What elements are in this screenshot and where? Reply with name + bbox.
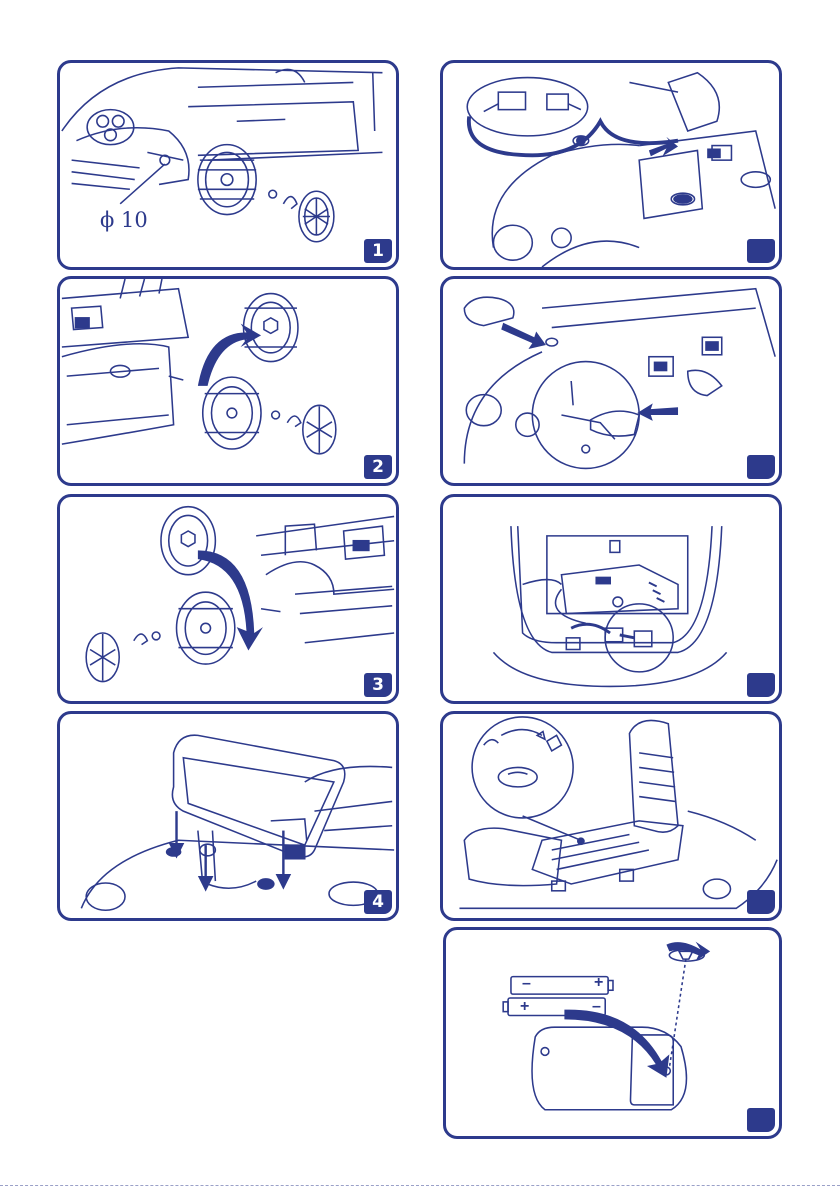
other-side-wheel-swap-illustration xyxy=(60,497,396,701)
battery-compartment-wiring-illustration xyxy=(443,497,779,701)
step-8-panel xyxy=(440,711,782,921)
steering-wheel-wiring-illustration xyxy=(443,63,779,267)
step-4-panel: 4 xyxy=(57,711,399,921)
windshield-install-illustration xyxy=(60,714,396,918)
step-5-panel xyxy=(440,60,782,270)
page-bottom-rule xyxy=(0,1185,840,1186)
seat-install-illustration xyxy=(443,714,779,918)
step-number-badge xyxy=(747,455,775,479)
step-number-badge xyxy=(747,673,775,697)
step-number-badge: 1 xyxy=(364,239,392,263)
step-number-badge: 2 xyxy=(364,455,392,479)
step-number-badge: 4 xyxy=(364,890,392,914)
step-9-panel: – + + – xyxy=(443,927,782,1139)
step-6-panel xyxy=(440,276,782,486)
rear-wheel-assembly-illustration xyxy=(60,63,396,267)
diameter-label: ϕ 10 xyxy=(100,208,148,232)
remote-battery-install-illustration xyxy=(446,930,779,1136)
battery-top-minus: – xyxy=(522,975,531,993)
step-2-panel: 2 xyxy=(57,276,399,486)
mirror-install-illustration xyxy=(443,279,779,483)
battery-bottom-minus: – xyxy=(592,998,601,1016)
step-number-badge xyxy=(747,239,775,263)
step-number-badge xyxy=(747,1108,775,1132)
battery-bottom-plus: + xyxy=(520,998,529,1016)
step-number-badge xyxy=(747,890,775,914)
step-number-badge: 3 xyxy=(364,673,392,697)
step-1-panel: ϕ 10 1 xyxy=(57,60,399,270)
wheel-swap-illustration xyxy=(60,279,396,483)
step-7-panel xyxy=(440,494,782,704)
battery-top-plus: + xyxy=(594,974,603,992)
step-3-panel: 3 xyxy=(57,494,399,704)
